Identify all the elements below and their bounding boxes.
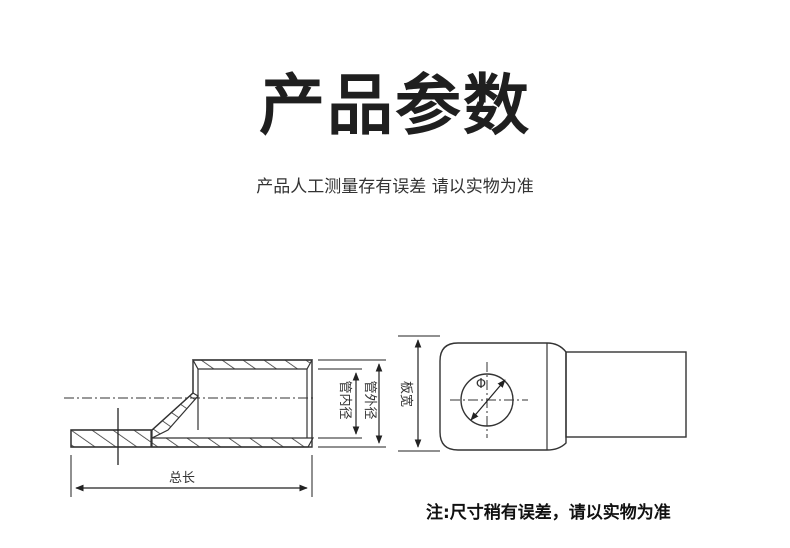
plate-width-label: 板宽 bbox=[398, 381, 414, 407]
page-title: 产品参数 bbox=[259, 67, 531, 144]
side-view: 总长 管内径 管外径 bbox=[64, 359, 386, 497]
tube-inner-diameter-label: 管内径 bbox=[337, 380, 353, 419]
footnote: 注:尺寸稍有误差，请以实物为准 bbox=[426, 503, 671, 523]
hole-diameter-symbol: Φ bbox=[476, 377, 486, 392]
page-subtitle: 产品人工测量存有误差 请以实物为准 bbox=[256, 177, 534, 197]
total-length-label: 总长 bbox=[169, 471, 195, 486]
tube-outer-diameter-label: 管外径 bbox=[362, 380, 377, 419]
top-view: 板宽 Φ bbox=[398, 335, 687, 452]
